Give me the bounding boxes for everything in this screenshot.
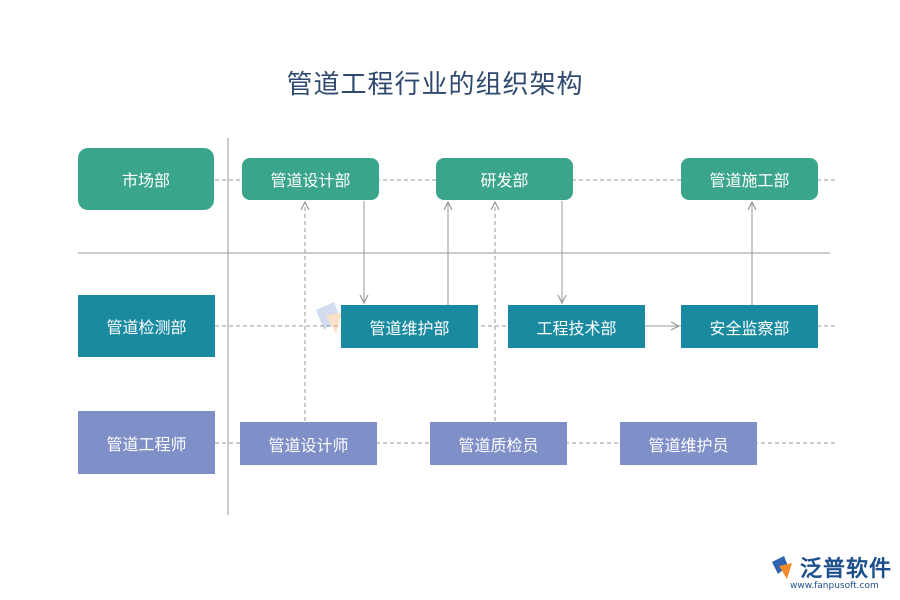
fanpu-logo-icon xyxy=(772,556,792,579)
row-label-engineer: 管道工程师 xyxy=(78,411,215,474)
brand-logo: 泛普软件 www.fanpusoft.com xyxy=(770,551,892,591)
node-pipe-construction-dept: 管道施工部 xyxy=(681,158,818,200)
node-pipe-design-dept: 管道设计部 xyxy=(242,158,379,200)
logo-url: www.fanpusoft.com xyxy=(790,581,879,591)
node-pipe-maintainer: 管道维护员 xyxy=(620,422,757,465)
node-pipe-designer: 管道设计师 xyxy=(240,422,377,465)
node-rnd-dept: 研发部 xyxy=(436,158,573,200)
diagram-title: 管道工程行业的组织架构 xyxy=(286,70,584,100)
node-safety-supervision-dept: 安全监察部 xyxy=(681,305,818,348)
logo-name: 泛普软件 xyxy=(800,557,893,582)
node-pipe-inspector: 管道质检员 xyxy=(430,422,567,465)
row-label-market: 市场部 xyxy=(78,148,214,210)
node-pipe-maintenance-dept: 管道维护部 xyxy=(341,305,478,348)
watermark-icon xyxy=(316,302,342,334)
row-label-inspection: 管道检测部 xyxy=(78,295,215,357)
node-engineering-tech-dept: 工程技术部 xyxy=(508,305,645,348)
